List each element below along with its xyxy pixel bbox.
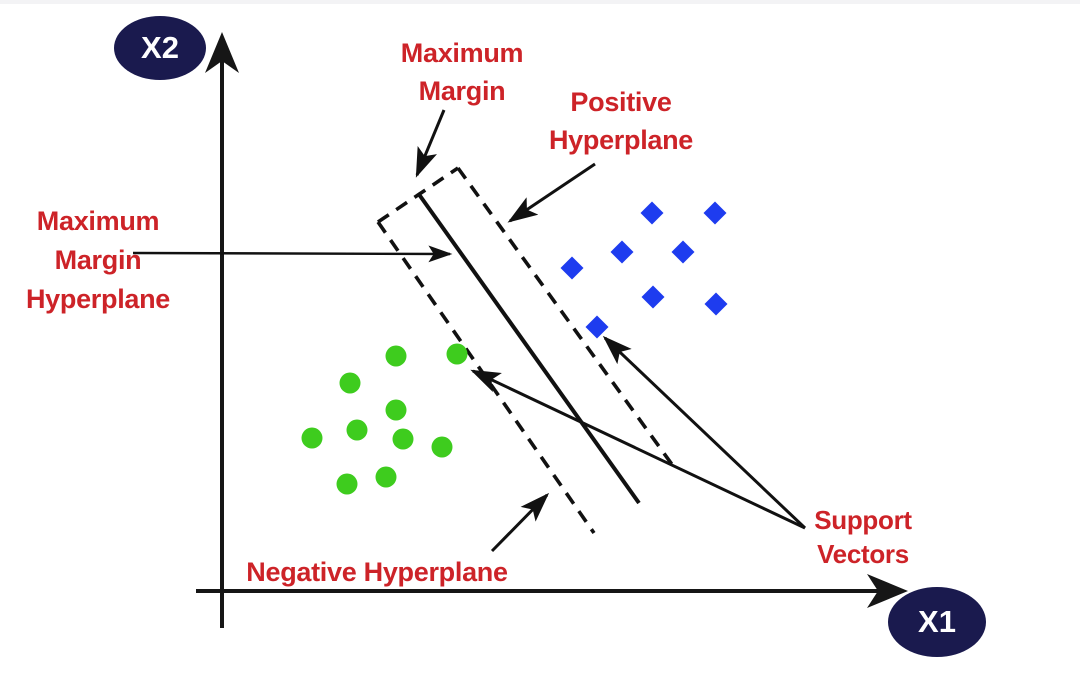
support-vector-arrow-blue xyxy=(602,335,807,530)
label-support-vectors: Support Vectors xyxy=(814,505,912,569)
positive-class-point xyxy=(704,292,728,316)
label-positive-hyperplane: Positive Hyperplane xyxy=(548,87,694,155)
positive-hyperplane-arrow xyxy=(507,162,596,223)
maximum-margin-hyperplane-line xyxy=(416,191,641,505)
y-axis-label-ellipse xyxy=(114,16,206,80)
negative-class-point xyxy=(301,427,323,449)
negative-class-point xyxy=(385,399,407,421)
negative-class-point xyxy=(339,372,361,394)
label-maximum-margin: Maximum Margin xyxy=(400,38,524,106)
positive-class-point xyxy=(560,256,584,280)
label-negative-hyperplane: Negative Hyperplane xyxy=(246,557,508,587)
positive-class-point xyxy=(671,240,695,264)
annotation-arrows xyxy=(132,109,807,553)
negative-class-point xyxy=(336,473,358,495)
negative-class-point xyxy=(446,343,468,365)
positive-class-point xyxy=(585,315,609,339)
maximum-margin-arrow xyxy=(415,109,446,178)
axes xyxy=(196,32,908,628)
label-maximum-margin-hyperplane: Maximum Margin Hyperplane xyxy=(25,206,171,314)
negative-class-point xyxy=(346,419,368,441)
y-axis-label: X2 xyxy=(141,30,179,65)
negative-class-point xyxy=(431,436,453,458)
negative-class-point xyxy=(392,428,414,450)
negative-hyperplane-line xyxy=(376,220,596,535)
positive-class-point xyxy=(641,285,665,309)
negative-hyperplane-arrow xyxy=(490,492,550,553)
support-vector-arrow-green xyxy=(470,369,806,530)
page-edge-strip xyxy=(0,0,1080,4)
x-axis-label: X1 xyxy=(918,604,956,639)
negative-class-point xyxy=(375,466,397,488)
margin-top-cap-line xyxy=(376,166,460,224)
x-axis-label-ellipse xyxy=(888,587,986,657)
positive-class-points xyxy=(560,201,728,339)
x-axis-arrowhead-icon xyxy=(867,574,908,608)
positive-class-point xyxy=(703,201,727,225)
y-axis-arrowhead-icon xyxy=(205,32,239,73)
positive-class-point xyxy=(610,240,634,264)
negative-class-point xyxy=(385,345,407,367)
maximum-margin-hyperplane-arrow xyxy=(132,245,453,263)
positive-hyperplane-line xyxy=(456,166,678,472)
hyperplane-lines xyxy=(376,166,678,535)
positive-class-point xyxy=(640,201,664,225)
negative-class-points xyxy=(301,343,468,495)
